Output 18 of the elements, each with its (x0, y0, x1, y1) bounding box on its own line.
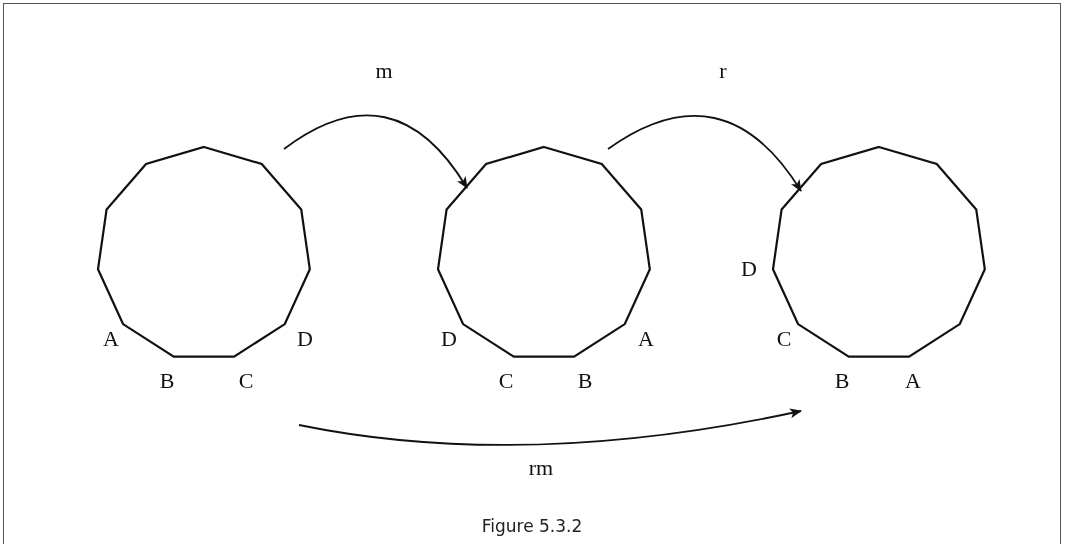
vertex-label: B (159, 370, 175, 392)
curved-arrow (283, 114, 468, 189)
vertex-label: C (238, 370, 254, 392)
polygon-shape (98, 147, 310, 357)
vertex-label: C (498, 370, 514, 392)
vertex-label: C (776, 328, 792, 350)
vertex-label: B (834, 370, 850, 392)
polygon-shape (773, 147, 985, 357)
vertex-label: A (905, 370, 921, 392)
vertex-label: D (741, 258, 757, 280)
vertex-label: B (577, 370, 593, 392)
vertex-label: D (441, 328, 457, 350)
curved-arrow (607, 115, 802, 192)
curved-arrow (298, 408, 802, 446)
figure-caption: Figure 5.3.2 (481, 516, 583, 536)
vertex-label: D (297, 328, 313, 350)
vertex-label: A (103, 328, 119, 350)
vertex-label: A (638, 328, 654, 350)
